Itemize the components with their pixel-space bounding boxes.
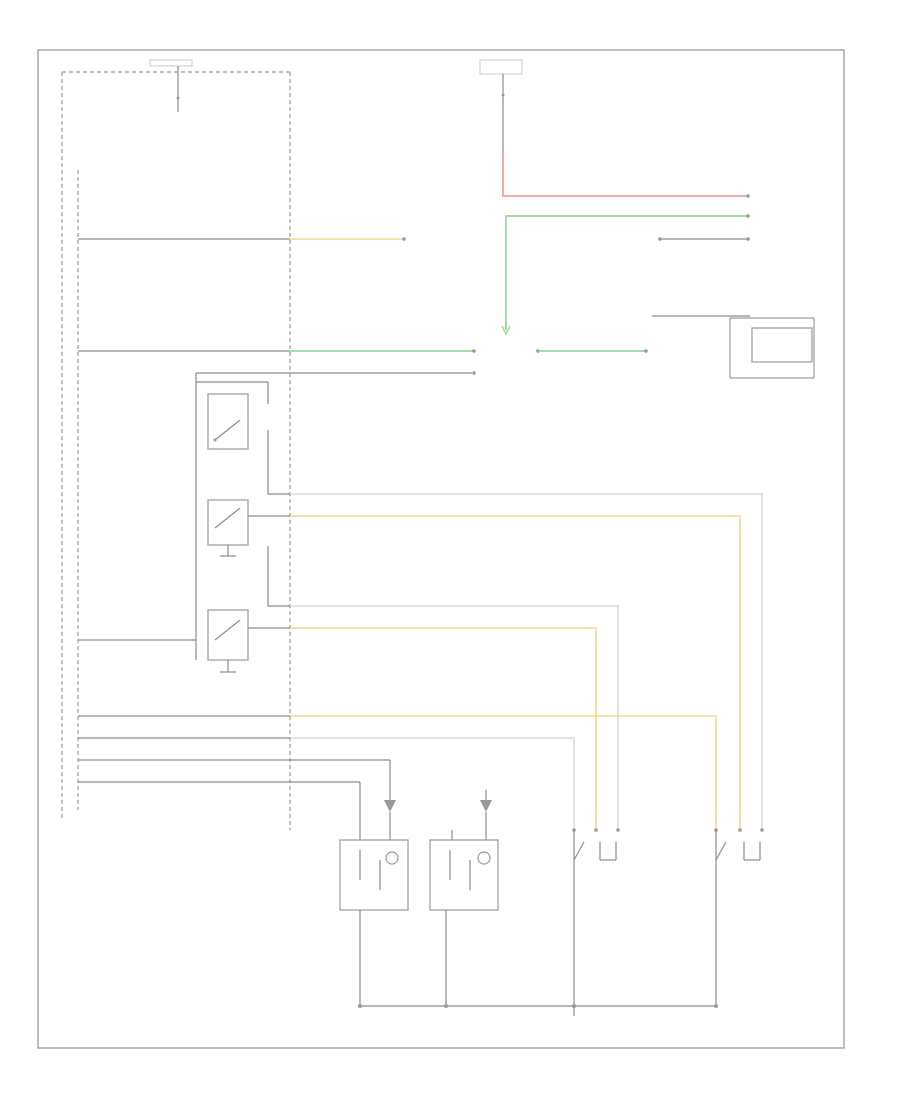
diagram-border	[37, 49, 845, 1049]
wire-gray-3	[290, 737, 575, 830]
fuse-left	[149, 59, 193, 112]
wire-gray-2	[290, 605, 619, 830]
instrument-cluster	[652, 315, 815, 379]
body-control-module	[61, 71, 291, 830]
passenger-door-lock-actuator	[714, 828, 764, 1006]
ground-bus	[358, 1004, 718, 1016]
wire-gray-1	[290, 493, 763, 830]
driver-door-lock-actuator	[572, 828, 620, 1006]
fuse-center	[479, 59, 523, 150]
wire-tan-2	[290, 515, 741, 830]
passenger-door-lock-switch	[429, 790, 499, 1006]
wire-tan-4	[290, 715, 717, 830]
door-lock-relays	[195, 372, 290, 673]
lock-switch-wire-green	[505, 215, 748, 330]
battery-wire-red	[502, 150, 748, 197]
wire-tan-3	[290, 627, 597, 830]
driver-door-lock-switch	[339, 760, 409, 1006]
